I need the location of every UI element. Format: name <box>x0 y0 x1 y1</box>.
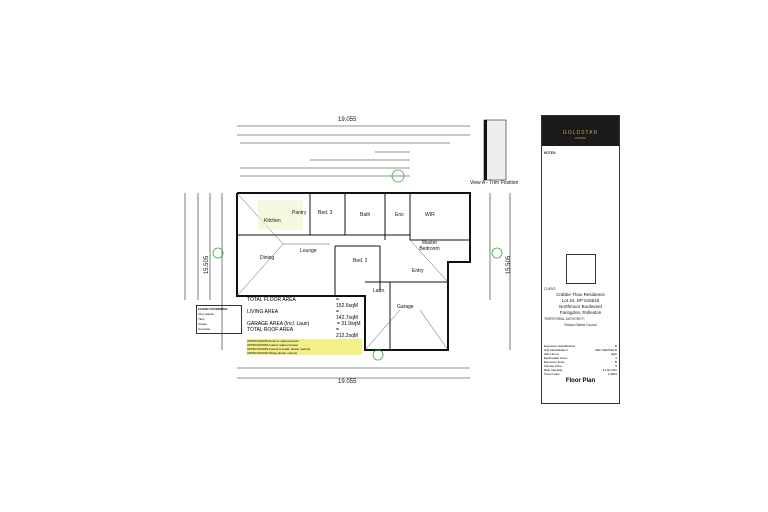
site-value: B <box>614 360 617 364</box>
area-schedule: TOTAL FLOOR AREA = 152.6sqM LIVING AREA = … <box>247 297 362 355</box>
room-dining: Dining <box>260 255 275 261</box>
highlight-row: APPROXIMATE Exterior wall perimeter <box>247 339 362 343</box>
room-ensuite: Ens <box>395 212 404 218</box>
site-row: Exposure Zone: B <box>542 360 619 364</box>
site-value: 1.0kPa <box>607 372 617 376</box>
site-row: Earthquake Zone: 2 <box>542 356 619 360</box>
highlight-row: APPROXIMATE Fascia & Gutter (linear mete… <box>247 347 362 351</box>
client-line: Faringdon, Rolleston <box>559 310 602 315</box>
room-bed3: Bed. 3 <box>318 210 333 216</box>
site-row: Rain Intensity: 41.4mm/hr <box>542 368 619 372</box>
client-line: Northmoor Boulevard <box>559 304 602 309</box>
brand-sub: HOMES <box>574 136 586 140</box>
room-kitchen: Kitchen <box>264 218 281 224</box>
legend-item: Carpet <box>198 322 208 326</box>
overall-width-bottom: 19.055 <box>338 379 357 385</box>
area-row: GARAGE AREA (Incl. Laun) = 31.9sqM <box>247 321 362 327</box>
legend-item: Concrete <box>198 327 211 331</box>
area-value: = 31.9sqM <box>337 321 361 327</box>
site-row: Climate Zone: 5 <box>542 364 619 368</box>
room-bath: Bath <box>360 212 371 218</box>
overall-width-top: 19.055 <box>338 117 357 123</box>
legend-title: FLOOR COVERINGS <box>198 307 228 311</box>
legend-item: Tiles <box>198 317 205 321</box>
client-section: CLIENT: Crabbe Thao Residence Lot 34, DP… <box>542 286 619 328</box>
authority: Selwyn District Council <box>564 323 597 327</box>
site-label: Exposure Classification: <box>544 344 577 348</box>
highlight-text: APPROXIMATE Interior wall perimeter <box>247 343 299 347</box>
room-lounge: Lounge <box>300 248 317 254</box>
room-wir: WIR <box>425 212 435 218</box>
site-label: Exposure Zone: <box>544 360 566 364</box>
site-label: Climate Zone: <box>544 364 563 368</box>
site-row: Exposure Classification: B <box>542 344 619 348</box>
site-row: Soil Classification: REF GEOTECH <box>542 348 619 352</box>
area-row: TOTAL FLOOR AREA = 152.6sqM <box>247 297 362 309</box>
area-label: TOTAL ROOF AREA <box>247 327 294 333</box>
highlight-row: APPROXIMATE Interior wall perimeter <box>247 343 362 347</box>
area-value: = 142.7sqM <box>336 309 358 321</box>
area-value: = 152.6sqM <box>336 297 358 309</box>
site-value: High <box>610 352 617 356</box>
area-row: TOTAL ROOF AREA = 212.2sqM <box>247 327 362 339</box>
floor-coverings-legend: FLOOR COVERINGS Vinyl planks Tiles Carpe… <box>196 305 242 334</box>
sheet-title: Floor Plan <box>565 378 596 384</box>
client-line: Lot 34, DP 515515 <box>561 298 600 303</box>
site-label: Snow Load: <box>544 372 560 376</box>
notes-title: NOTES: <box>544 151 557 155</box>
site-value: B <box>614 344 617 348</box>
site-data: Exposure Classification: B Soil Classific… <box>542 344 619 376</box>
notes-section: NOTES: <box>542 150 623 156</box>
site-value: 41.4mm/hr <box>602 368 617 372</box>
site-row: Wind Zone: High <box>542 352 619 356</box>
room-master-bedroom: Master Bedroom <box>419 240 440 252</box>
room-entry: Entry <box>412 268 424 274</box>
site-row: Snow Load: 1.0kPa <box>542 372 619 376</box>
site-value: 2 <box>615 356 617 360</box>
elevation-key-icon <box>566 254 596 284</box>
client-label: CLIENT: <box>544 287 556 291</box>
legend-item: Vinyl planks <box>198 312 214 316</box>
room-pantry: Pantry <box>292 210 307 216</box>
highlight-text: APPROXIMATE Ridge (linear meters) <box>247 351 298 355</box>
area-label: GARAGE AREA (Incl. Laun) <box>247 321 310 327</box>
brand-name: GOLDSTAR <box>562 130 599 136</box>
view-label: View A - Trim Position <box>470 180 519 186</box>
highlight-text: APPROXIMATE Fascia & Gutter (linear mete… <box>247 347 311 351</box>
area-label: TOTAL FLOOR AREA <box>247 297 296 303</box>
room-garage: Garage <box>397 304 414 310</box>
brand-logo: GOLDSTAR HOMES <box>542 116 619 146</box>
highlight-text: APPROXIMATE Exterior wall perimeter <box>247 339 300 343</box>
site-label: Rain Intensity: <box>544 368 564 372</box>
overall-depth-left: 15.505 <box>204 255 211 275</box>
area-label: LIVING AREA <box>247 309 279 315</box>
client-line: Crabbe Thao Residence <box>556 292 605 297</box>
site-value: REF GEOTECH <box>595 348 617 352</box>
site-label: Soil Classification: <box>544 348 569 352</box>
room-laundry: Laun. <box>373 288 386 294</box>
area-value: = 212.2sqM <box>336 327 358 339</box>
site-label: Wind Zone: <box>544 352 560 356</box>
site-label: Earthquake Zone: <box>544 356 568 360</box>
highlight-row: APPROXIMATE Ridge (linear meters) <box>247 351 362 355</box>
site-value: 5 <box>615 364 617 368</box>
area-row: LIVING AREA = 142.7sqM <box>247 309 362 321</box>
overall-depth-right: 15.505 <box>506 255 513 275</box>
title-block: GOLDSTAR HOMES NOTES: CLIENT: Crabbe Tha… <box>541 115 620 404</box>
authority-label: TERRITORIAL AUTHORITY: <box>544 317 585 321</box>
room-bed2: Bed. 2 <box>353 258 368 264</box>
